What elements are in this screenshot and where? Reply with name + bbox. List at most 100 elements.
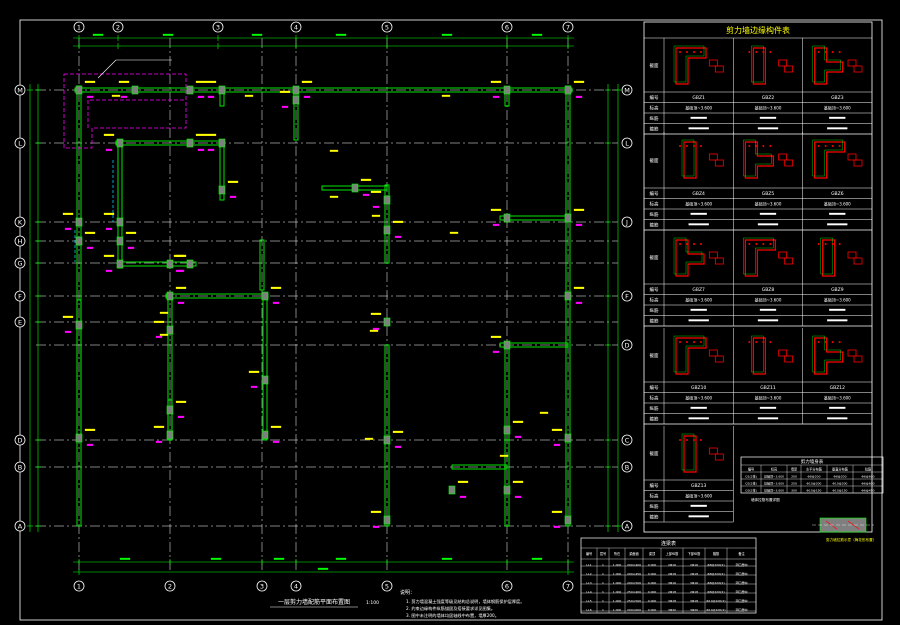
annotation-mark [364, 437, 374, 440]
section-rebar-outline [822, 239, 836, 277]
axis-label: 2 [116, 24, 120, 32]
beam-table-header: 梁截面 [629, 551, 639, 556]
element-tag-mark [250, 385, 258, 388]
component-elevation: 基础顶~3.600 [685, 105, 712, 111]
tie-sketch [853, 257, 863, 265]
tie-sketch [714, 257, 724, 265]
section-wall-outline [812, 45, 841, 83]
rebar-spec-mark [690, 504, 707, 507]
section-rebar-outline [814, 141, 846, 179]
component-id: GBZ2 [762, 95, 775, 101]
stirrup-spec-mark [688, 319, 709, 322]
element-tag-mark [514, 495, 522, 498]
rebar-spec-mark [829, 308, 846, 311]
beam-table-cell: 200×600 [627, 608, 641, 612]
shear-wall [504, 439, 510, 527]
element-tag-mark [207, 95, 215, 98]
axis-bubble [290, 580, 302, 592]
element-label-mark [512, 480, 524, 483]
section-rebar-outline [752, 337, 766, 375]
shear-wall [451, 464, 508, 470]
stirrup-spec-mark [757, 417, 779, 420]
beam-table-cell: 1.000 [613, 599, 622, 603]
row-label: 编号 [650, 482, 659, 489]
wall-table-cell: 250 [791, 482, 797, 486]
tie-sketch [708, 153, 718, 161]
tie-sketch [778, 153, 788, 161]
axis-label: 3 [216, 24, 220, 32]
wall-table-cell: 200 [791, 475, 797, 479]
element-label-mark [512, 420, 524, 423]
stirrup-spec-mark [827, 127, 848, 130]
note-line: 2. 约束边缘构件纵筋锚固及搭接要求详见图集。 [406, 605, 495, 612]
element-label-mark [175, 286, 187, 289]
boundary-element [292, 95, 300, 105]
tie-bar [847, 520, 860, 530]
stirrup-spec-mark [757, 319, 779, 322]
section-rebar-outline [814, 337, 844, 375]
tie-sketch [784, 65, 794, 73]
rebar-dot [762, 51, 765, 53]
beam-table-cell: 2Φ18 [690, 572, 698, 576]
rebar-dot [693, 51, 695, 53]
beam-table-cell: Φ8@100(2) [707, 590, 724, 594]
rebar-dot [824, 51, 827, 53]
boundary-element [564, 291, 572, 301]
beam-table-header: 所在 [614, 551, 620, 556]
beam-table-cell: 2Φ16 [668, 563, 676, 567]
annotation-mark [441, 94, 451, 97]
beam-table-cell: 洞口居中 [735, 571, 747, 576]
boundary-element [261, 430, 269, 440]
axis-label: B [18, 464, 22, 472]
tie-sketch [708, 251, 718, 259]
axis-bubble [501, 21, 513, 33]
wall-table-cell: Φ8@200 [808, 475, 821, 479]
annotation-mark [369, 329, 379, 332]
section-sketch [812, 335, 863, 375]
axis-bubble [212, 21, 224, 33]
beam-table-cell: Φ8@100(2) [707, 572, 724, 576]
axis-bubble [256, 580, 268, 592]
rebar-dot [755, 243, 758, 245]
boundary-element [218, 185, 226, 195]
component-elevation: 基础顶~3.600 [755, 395, 782, 401]
opening-outline [87, 99, 186, 128]
rebar-spec-mark [759, 116, 777, 119]
rebar-spec-mark [759, 406, 777, 409]
beam-table-cell: LL5 [586, 599, 591, 603]
beam-table-cell: 200×400 [627, 563, 641, 567]
element-tag-mark [553, 443, 561, 446]
component-elevation: 基础顶~3.600 [824, 201, 851, 207]
element-tag-mark [272, 301, 280, 304]
beam-table-cell: 0.000 [648, 608, 657, 612]
boundary-element [351, 183, 359, 193]
wall-table-header: 垂直分布筋 [832, 467, 848, 472]
element-label-mark [573, 286, 585, 289]
axis-label: L [18, 140, 22, 148]
beam-table-cell: Φ10@100(2) [706, 608, 725, 612]
boundary-element [383, 225, 391, 235]
rebar-dot [748, 243, 751, 245]
annotation-mark [244, 94, 254, 97]
component-id: GBZ6 [831, 191, 844, 197]
notes-heading: 说明： [400, 589, 415, 596]
row-label: 箍筋 [650, 514, 659, 521]
axis-bubble [290, 21, 302, 33]
wall-table-header: 水平分布筋 [806, 467, 822, 472]
section-rebar-outline [675, 337, 707, 375]
element-tag-mark [492, 95, 500, 98]
shear-wall [259, 239, 265, 291]
beam-table-header: 箍筋 [713, 551, 719, 556]
axis-bubble [621, 461, 633, 473]
element-tag-mark [120, 95, 128, 98]
axis-bubble [164, 580, 176, 592]
shear-wall [117, 261, 197, 267]
element-label-mark [279, 90, 291, 93]
beam-table-cell: 2Φ18 [668, 572, 676, 576]
beam-table-cell: 1.000 [613, 563, 622, 567]
element-label-mark [153, 425, 165, 428]
axis-label: 1 [77, 583, 81, 591]
row-label: 标高 [650, 201, 659, 208]
rebar-dot [693, 243, 695, 245]
element-tag-mark [86, 443, 94, 446]
